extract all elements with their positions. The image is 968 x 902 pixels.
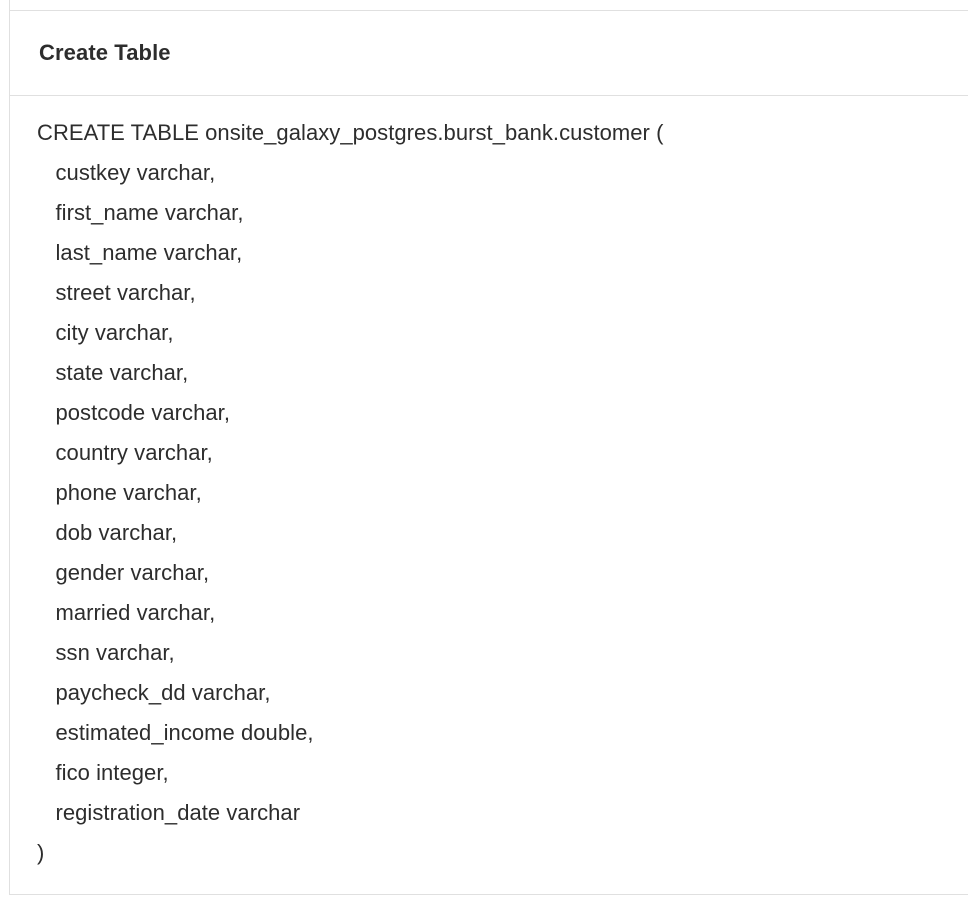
create-table-sql-statement: CREATE TABLE onsite_galaxy_postgres.burs… <box>37 113 968 873</box>
sql-line: last_name varchar, <box>37 240 243 265</box>
sql-line: registration_date varchar <box>37 800 301 825</box>
sql-line: custkey varchar, <box>37 160 216 185</box>
sql-line: street varchar, <box>37 280 196 305</box>
sql-line: paycheck_dd varchar, <box>37 680 271 705</box>
sql-line: CREATE TABLE onsite_galaxy_postgres.burs… <box>37 120 664 145</box>
sql-line: country varchar, <box>37 440 213 465</box>
sql-line: city varchar, <box>37 320 174 345</box>
sql-line: estimated_income double, <box>37 720 314 745</box>
sql-line: postcode varchar, <box>37 400 230 425</box>
card-top-border-stub <box>9 0 10 10</box>
sql-line: ssn varchar, <box>37 640 175 665</box>
card-header: Create Table <box>10 11 968 96</box>
sql-line: phone varchar, <box>37 480 202 505</box>
sql-line: state varchar, <box>37 360 189 385</box>
sql-line: ) <box>37 840 45 865</box>
sql-line: gender varchar, <box>37 560 210 585</box>
create-table-card: Create Table CREATE TABLE onsite_galaxy_… <box>9 10 968 895</box>
page-title: Create Table <box>39 39 171 65</box>
sql-line: fico integer, <box>37 760 169 785</box>
sql-line: dob varchar, <box>37 520 178 545</box>
sql-line: married varchar, <box>37 600 216 625</box>
sql-line: first_name varchar, <box>37 200 244 225</box>
card-body: CREATE TABLE onsite_galaxy_postgres.burs… <box>10 96 968 897</box>
